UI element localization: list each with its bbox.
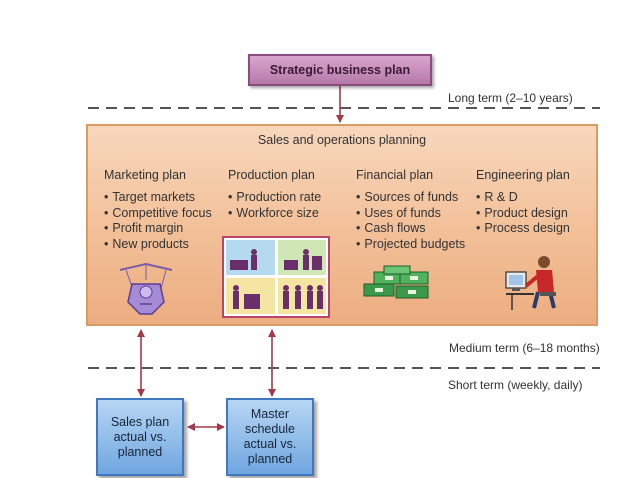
list-item: Workforce size — [228, 206, 321, 222]
list-item: Product design — [476, 206, 570, 222]
marketing-plan-list: Target markets Competitive focus Profit … — [104, 190, 212, 253]
sales-plan-line: planned — [117, 444, 163, 459]
financial-plan-title: Financial plan — [356, 168, 434, 182]
engineering-plan-title: Engineering plan — [476, 168, 570, 182]
financial-plan-list: Sources of funds Uses of funds Cash flow… — [356, 190, 465, 252]
list-item: Target markets — [104, 190, 212, 206]
financial-plan-column: Financial plan Sources of funds Uses of … — [356, 168, 465, 252]
marketing-plan-column: Marketing plan Target markets Competitiv… — [104, 168, 212, 252]
production-plan-title: Production plan — [228, 168, 315, 182]
sales-plan-line: Sales plan — [110, 414, 170, 429]
master-schedule-line: actual vs. — [243, 437, 297, 451]
money-icon — [363, 265, 429, 299]
list-item: Cash flows — [356, 221, 465, 237]
list-item: Production rate — [228, 190, 321, 206]
short-term-label: Short term (weekly, daily) — [448, 378, 583, 392]
master-schedule-box: Master schedule actual vs. planned — [226, 398, 314, 476]
sales-operations-planning-panel: Sales and operations planning Marketing … — [86, 124, 598, 326]
engineering-plan-list: R & D Product design Process design — [476, 190, 570, 237]
production-plan-list: Production rate Workforce size — [228, 190, 321, 221]
master-schedule-line: schedule — [244, 422, 296, 436]
marketing-plan-title: Marketing plan — [104, 168, 186, 182]
strategic-business-plan-label: Strategic business plan — [269, 63, 411, 77]
master-schedule-line: Master — [250, 407, 290, 421]
strategic-business-plan-box: Strategic business plan — [248, 54, 432, 86]
list-item: Competitive focus — [104, 206, 211, 222]
panel-title: Sales and operations planning — [257, 133, 427, 147]
list-item: Uses of funds — [356, 206, 465, 222]
sales-plan-line: actual vs. — [113, 429, 167, 444]
marketing-icon — [119, 262, 173, 315]
production-icon — [222, 236, 330, 318]
medium-term-label: Medium term (6–18 months) — [449, 341, 600, 355]
list-item: Process design — [476, 221, 569, 237]
sales-plan-box: Sales plan actual vs. planned — [96, 398, 184, 476]
list-item: New products — [104, 237, 212, 253]
master-schedule-line: planned — [247, 452, 293, 466]
engineer-icon — [505, 256, 556, 310]
list-item: Projected budgets — [356, 237, 465, 253]
list-item: R & D — [476, 190, 570, 206]
list-item: Sources of funds — [356, 190, 465, 206]
list-item: Profit margin — [104, 221, 212, 237]
long-term-label: Long term (2–10 years) — [448, 91, 573, 105]
production-plan-column: Production plan Production rate Workforc… — [228, 168, 321, 221]
engineering-plan-column: Engineering plan R & D Product design Pr… — [476, 168, 570, 237]
